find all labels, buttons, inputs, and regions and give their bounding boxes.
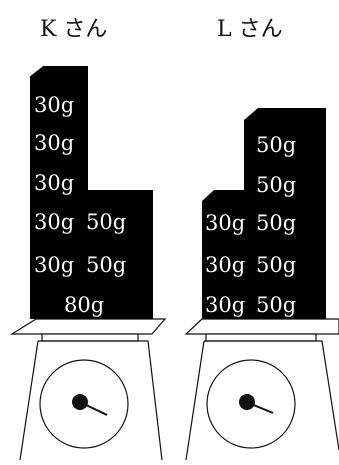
scale-pan-k <box>9 318 167 335</box>
scale-neck-l <box>205 333 317 342</box>
block-label-l-5: 30g <box>205 253 245 277</box>
block-label-k-2: 30g <box>34 131 74 155</box>
block-label-k-1: 30g <box>34 93 74 117</box>
block-label-l-8: 50g <box>256 293 296 317</box>
block-label-l-7: 30g <box>205 293 245 317</box>
block-label-l-3: 30g <box>205 211 245 235</box>
scale-body-k <box>19 340 163 461</box>
scale-body-l <box>185 340 339 461</box>
block-label-l-4: 50g <box>256 211 296 235</box>
block-labels-k: 30g 30g 30g 30g 50g 30g 50g 80g <box>34 93 126 317</box>
block-label-k-4: 30g <box>34 210 74 234</box>
scale-pan-l <box>184 318 339 335</box>
block-label-l-1: 50g <box>256 133 296 157</box>
person-k-label: K さん <box>40 17 107 42</box>
block-stack-k <box>30 66 153 319</box>
block-stack-l <box>202 108 326 319</box>
block-label-k-7: 50g <box>86 253 126 277</box>
person-l-label: L さん <box>217 17 283 42</box>
scale-k <box>9 65 167 461</box>
dial-needle-l <box>250 403 274 414</box>
block-label-l-6: 50g <box>256 253 296 277</box>
scale-l <box>184 108 339 461</box>
block-labels-l: 50g 50g 30g 50g 30g 50g 30g 50g <box>205 133 296 317</box>
block-label-l-2: 50g <box>256 173 296 197</box>
block-label-k-6: 30g <box>34 253 74 277</box>
scale-neck-k <box>41 333 139 342</box>
block-label-k-8: 80g <box>64 293 104 317</box>
dial-needle-k <box>83 403 108 416</box>
dial-hub-l <box>239 394 255 410</box>
block-label-k-5: 50g <box>86 210 126 234</box>
block-label-k-3: 30g <box>34 171 74 195</box>
dial-hub-k <box>72 394 88 410</box>
